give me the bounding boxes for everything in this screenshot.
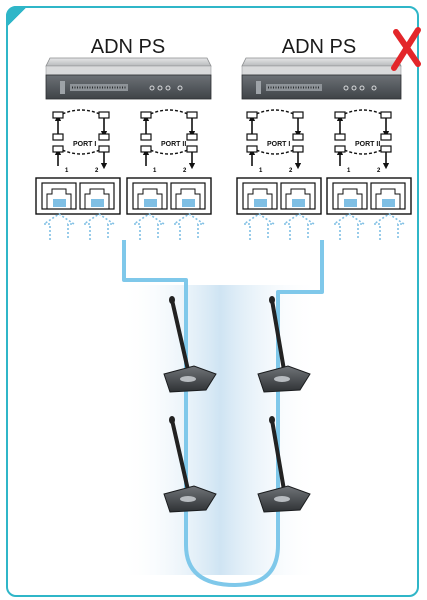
network-cable	[122, 240, 324, 587]
socket-box-right-2	[326, 177, 412, 215]
socket-box-left-1	[35, 177, 121, 215]
dotted-arrows	[41, 213, 407, 240]
conference-mic-top-left	[163, 296, 217, 393]
port-number-right-1b: 2	[289, 168, 293, 174]
conference-mic-bottom-right	[257, 416, 311, 513]
port-block-left-1	[52, 109, 110, 170]
port-number-left-1b: 2	[95, 168, 99, 174]
socket-box-right-1	[236, 177, 322, 215]
device-left	[45, 57, 212, 100]
port-number-left-1a: 1	[65, 168, 69, 174]
socket-box-left-2	[126, 177, 212, 215]
port-label-right-2: PORT II	[355, 141, 380, 148]
device-right	[241, 57, 402, 100]
mic-area-background	[120, 285, 320, 575]
frame-corner-accent	[6, 6, 28, 28]
port-block-right-1	[246, 109, 304, 170]
device-title-left: ADN PS	[90, 36, 166, 58]
port-number-right-2b: 2	[377, 168, 381, 174]
port-number-right-1a: 1	[259, 168, 263, 174]
port-label-right-1: PORT I	[267, 141, 290, 148]
conference-mic-bottom-left	[163, 416, 217, 513]
port-block-left-2	[140, 109, 198, 170]
port-block-right-2	[334, 109, 392, 170]
port-label-left-1: PORT I	[73, 141, 96, 148]
conference-mic-top-right	[257, 296, 311, 393]
port-number-left-2b: 2	[183, 168, 187, 174]
device-title-right: ADN PS	[281, 36, 357, 58]
port-number-left-2a: 1	[153, 168, 157, 174]
port-number-right-2a: 1	[347, 168, 351, 174]
disabled-cross-icon	[391, 27, 421, 71]
port-label-left-2: PORT II	[161, 141, 186, 148]
